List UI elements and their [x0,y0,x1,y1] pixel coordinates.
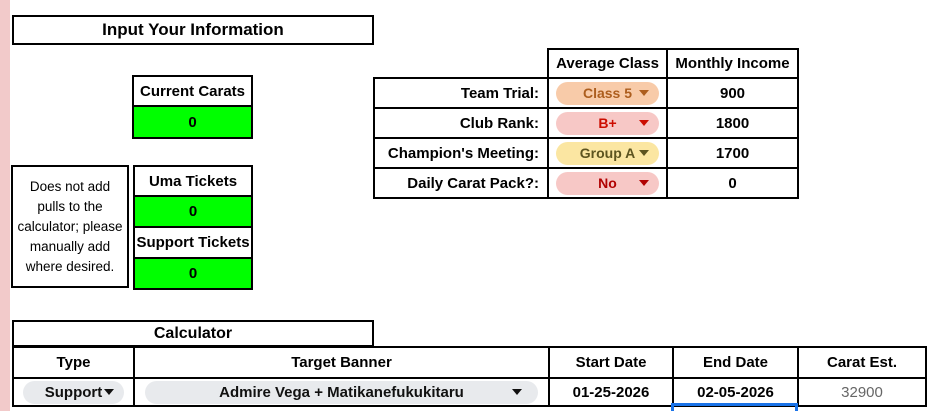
champions-meeting-dropdown[interactable]: Group A [556,141,659,165]
champions-meeting-income-cell[interactable]: 1700 [666,137,799,169]
carat-est-cell[interactable]: 32900 [797,377,927,407]
team-trial-income-cell[interactable]: 900 [666,77,799,109]
start-date-cell[interactable]: 01-25-2026 [548,377,674,407]
daily-carat-pack-value: No [598,175,617,191]
calc-col-header-carat-est: Carat Est. [797,346,927,379]
current-carats-block: Current Carats 0 [132,75,253,139]
team-trial-class-dropdown[interactable]: Class 5 [556,81,659,105]
calculator-table: Type Target Banner Start Date End Date C… [12,346,927,407]
champions-meeting-value: Group A [579,145,636,161]
uma-tickets-input-cell[interactable]: 0 [133,195,253,228]
daily-carat-pack-label: Daily Carat Pack?: [373,167,549,199]
calc-col-header-type: Type [12,346,135,379]
daily-carat-pack-income-cell[interactable]: 0 [666,167,799,199]
left-accent-column [0,0,10,411]
club-rank-dropdown[interactable]: B+ [556,111,659,135]
current-carats-input-cell[interactable]: 0 [132,105,253,139]
dropdown-arrow-icon [639,180,649,186]
calculator-section-title-text: Calculator [153,324,233,342]
dropdown-arrow-icon [639,120,649,126]
target-banner-value: Admire Vega + Matikanefukukitaru [219,383,464,401]
calc-col-header-target-banner: Target Banner [133,346,550,379]
dropdown-arrow-icon [639,90,649,96]
target-banner-dropdown[interactable]: Admire Vega + Matikanefukukitaru [145,380,538,404]
daily-carat-pack-dropdown[interactable]: No [556,171,659,195]
champions-meeting-label: Champion's Meeting: [373,137,549,169]
club-rank-label: Club Rank: [373,107,549,139]
calc-col-header-start-date: Start Date [548,346,674,379]
selected-cell-outline [671,403,798,411]
support-tickets-input-cell[interactable]: 0 [133,257,253,290]
input-section-title-text: Input Your Information [102,20,284,39]
current-carats-label: Current Carats [132,75,253,107]
income-col-header-average-class: Average Class [547,48,668,79]
banner-type-value: Support [44,383,103,401]
tickets-note-text: Does not add pulls to the calculator; pl… [17,178,123,274]
team-trial-class-value: Class 5 [582,85,633,101]
dropdown-arrow-icon [639,150,649,156]
dropdown-arrow-icon [104,389,114,395]
support-tickets-label: Support Tickets [133,226,253,259]
calculator-section-title: Calculator [12,320,374,347]
calc-col-header-end-date: End Date [672,346,799,379]
team-trial-label: Team Trial: [373,77,549,109]
income-col-header-monthly-income: Monthly Income [666,48,799,79]
income-table: Average Class Monthly Income Team Trial:… [373,48,799,199]
calculator-row: Support Admire Vega + Matikanefukukitaru… [12,377,927,407]
club-rank-value: B+ [598,115,617,131]
tickets-note: Does not add pulls to the calculator; pl… [11,165,129,288]
input-section-title: Input Your Information [12,15,374,45]
end-date-cell[interactable]: 02-05-2026 [672,377,799,407]
uma-tickets-label: Uma Tickets [133,165,253,197]
tickets-block: Uma Tickets 0 Support Tickets 0 [133,165,253,290]
income-table-corner-spacer [374,49,548,78]
banner-type-dropdown[interactable]: Support [23,380,124,404]
club-rank-income-cell[interactable]: 1800 [666,107,799,139]
dropdown-arrow-icon [512,389,522,395]
